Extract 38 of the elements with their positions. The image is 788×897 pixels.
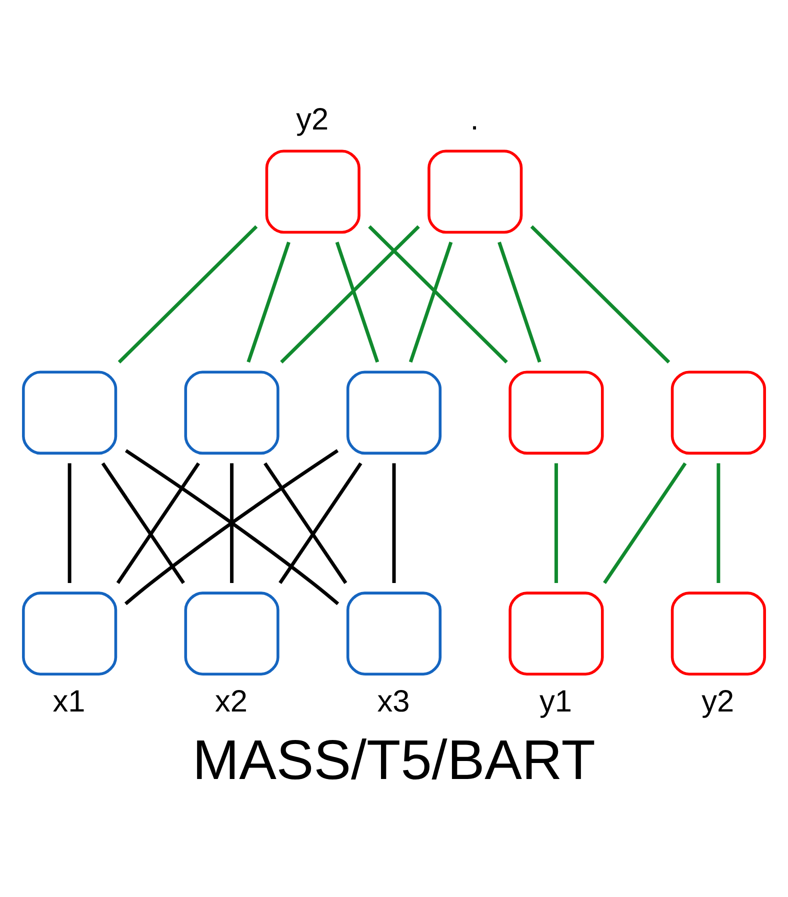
- node-box: [508, 370, 604, 454]
- node-label: y2: [702, 682, 734, 718]
- node-box: [184, 370, 280, 454]
- node-label: x1: [52, 682, 86, 718]
- connector: [716, 462, 720, 583]
- connector: [335, 241, 380, 362]
- connector: [101, 462, 185, 584]
- node-label: y1: [539, 682, 572, 718]
- node-box: [346, 591, 442, 676]
- node-label: x2: [215, 682, 248, 718]
- connector: [116, 462, 200, 584]
- connector: [530, 224, 670, 364]
- connector: [264, 462, 348, 584]
- connector: [554, 462, 558, 583]
- node-label: y2: [296, 101, 329, 136]
- connector: [392, 462, 396, 583]
- node-box: [346, 370, 442, 454]
- connector: [368, 224, 508, 364]
- connector: [230, 462, 234, 583]
- connector: [68, 462, 72, 583]
- node-box: [184, 591, 280, 676]
- node-label: .: [470, 101, 479, 136]
- connector: [118, 224, 258, 364]
- node-box: [22, 591, 118, 676]
- caption: MASS/T5/BART: [192, 728, 596, 791]
- node-box: [670, 370, 766, 454]
- connector: [278, 462, 362, 584]
- connector: [603, 462, 687, 584]
- node-box: [670, 591, 766, 676]
- connector: [408, 241, 453, 362]
- node-label: x3: [377, 682, 410, 718]
- connector: [246, 241, 290, 362]
- node-box: [508, 591, 604, 676]
- node-box: [428, 149, 523, 234]
- node-box: [22, 370, 118, 454]
- node-box: [265, 149, 360, 234]
- connector: [280, 224, 420, 364]
- connector: [498, 241, 542, 362]
